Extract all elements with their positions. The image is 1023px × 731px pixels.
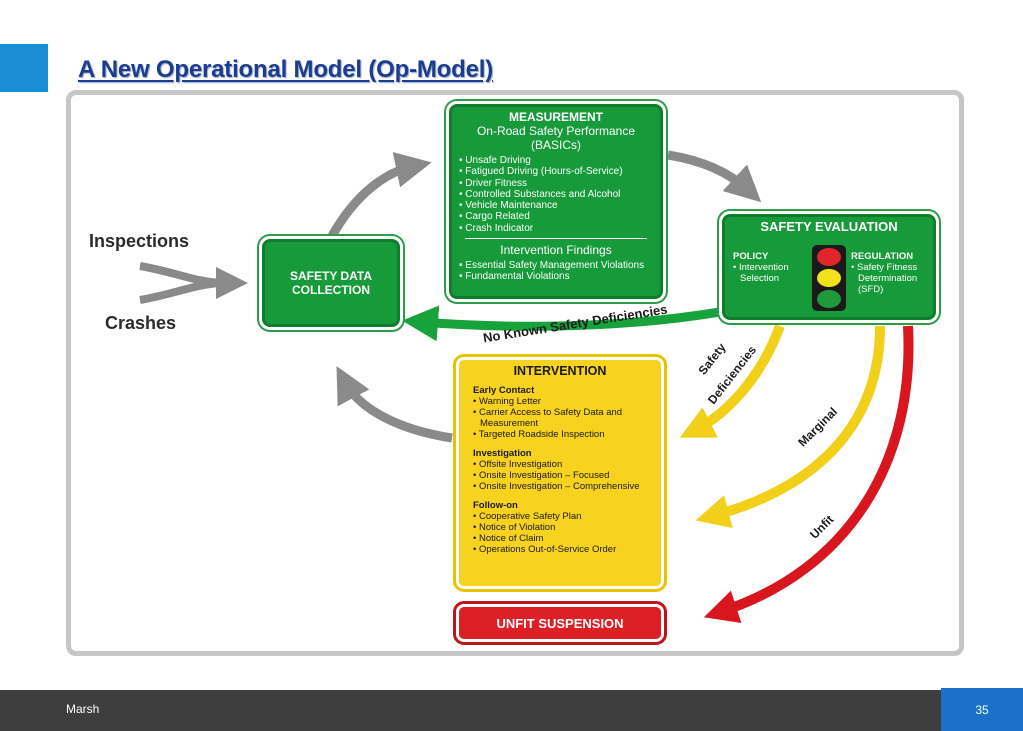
footer-bar [0,690,1023,731]
intervention-to-collection-arrow [336,366,453,443]
intervention-item: Operations Out-of-Service Order [473,544,647,555]
green-lamp [817,290,841,308]
unfit-arrow [703,325,914,623]
measurement-title: MEASUREMENT [508,110,603,124]
evaluation-title: SAFETY EVALUATION [760,219,898,234]
follow-on-title: Follow-on [473,500,518,511]
marginal-arrow [695,325,885,529]
crashes-label: Crashes [105,313,177,333]
intervention-title: INTERVENTION [513,364,607,378]
yellow-lamp [817,269,841,287]
measurement-to-evaluation-arrow [667,150,762,203]
policy-title: POLICY [733,251,769,262]
measurement-box: MEASUREMENT On-Road Safety Performance (… [446,101,666,302]
early-contact-list: Warning Letter Carrier Access to Safety … [473,396,647,440]
regulation-title: REGULATION [851,251,914,262]
early-contact-title: Early Contact [473,385,535,396]
findings-title: Intervention Findings [500,243,612,258]
page-number: 35 [941,688,1023,731]
no-deficiencies-arrow [402,305,721,342]
follow-on-list: Cooperative Safety Plan Notice of Violat… [473,511,647,555]
basic-item: Crash Indicator [459,223,653,234]
intervention-box: INTERVENTION Early Contact Warning Lette… [456,357,664,589]
footer-brand: Marsh [66,702,100,716]
intervention-item: Notice of Claim [473,533,647,544]
intervention-item: Notice of Violation [473,522,647,533]
policy-item: • Intervention Selection [733,262,789,284]
safety-data-collection-box: SAFETY DATA COLLECTION [259,236,403,330]
intervention-item: Cooperative Safety Plan [473,511,647,522]
finding-item: Fundamental Violations [459,271,653,282]
collection-line1: SAFETY DATA [289,269,372,283]
collection-to-measurement-arrow [328,152,432,239]
measurement-subtitle-2: (BASICs) [530,138,581,152]
red-lamp [817,248,841,266]
regulation-item: • Safety Fitness Determination (SFD) [851,262,918,295]
crashes-arrow [139,279,223,304]
investigation-title: Investigation [473,448,532,459]
finding-item: Essential Safety Management Violations [459,260,653,271]
intervention-item: Onsite Investigation – Comprehensive [473,481,647,492]
investigation-list: Offsite Investigation Onsite Investigati… [473,459,647,492]
intervention-item: Warning Letter [473,396,647,407]
unfit-suspension-box: UNFIT SUSPENSION [456,604,664,642]
basic-item: Vehicle Maintenance [459,200,653,211]
inspections-label: Inspections [89,231,190,251]
title-accent-block [0,44,48,92]
basic-item: Driver Fitness [459,178,653,189]
intervention-item: Offsite Investigation [473,459,647,470]
basic-item: Controlled Substances and Alcohol [459,189,653,200]
regulation-column: REGULATION • Safety Fitness Determinatio… [851,251,935,295]
basic-item: Cargo Related [459,211,653,222]
policy-column: POLICY • Intervention Selection [733,251,813,284]
slide-title: A New Operational Model (Op-Model) [78,56,493,83]
findings-list: Essential Safety Management Violations F… [459,260,653,283]
collection-line2: COLLECTION [291,283,370,297]
traffic-light-icon [812,245,846,311]
basic-item: Unsafe Driving [459,155,653,166]
intervention-item: Carrier Access to Safety Data and Measur… [473,407,647,429]
intervention-item: Onsite Investigation – Focused [473,470,647,481]
measurement-subtitle-1: On-Road Safety Performance [476,124,636,138]
basic-item: Fatigued Driving (Hours-of-Service) [459,166,653,177]
safety-deficiencies-arrow [679,324,785,438]
measurement-divider [465,238,647,240]
basics-list: Unsafe Driving Fatigued Driving (Hours-o… [459,155,653,234]
intervention-item: Targeted Roadside Inspection [473,429,647,440]
safety-evaluation-box: SAFETY EVALUATION POLICY • Intervention … [719,211,939,323]
